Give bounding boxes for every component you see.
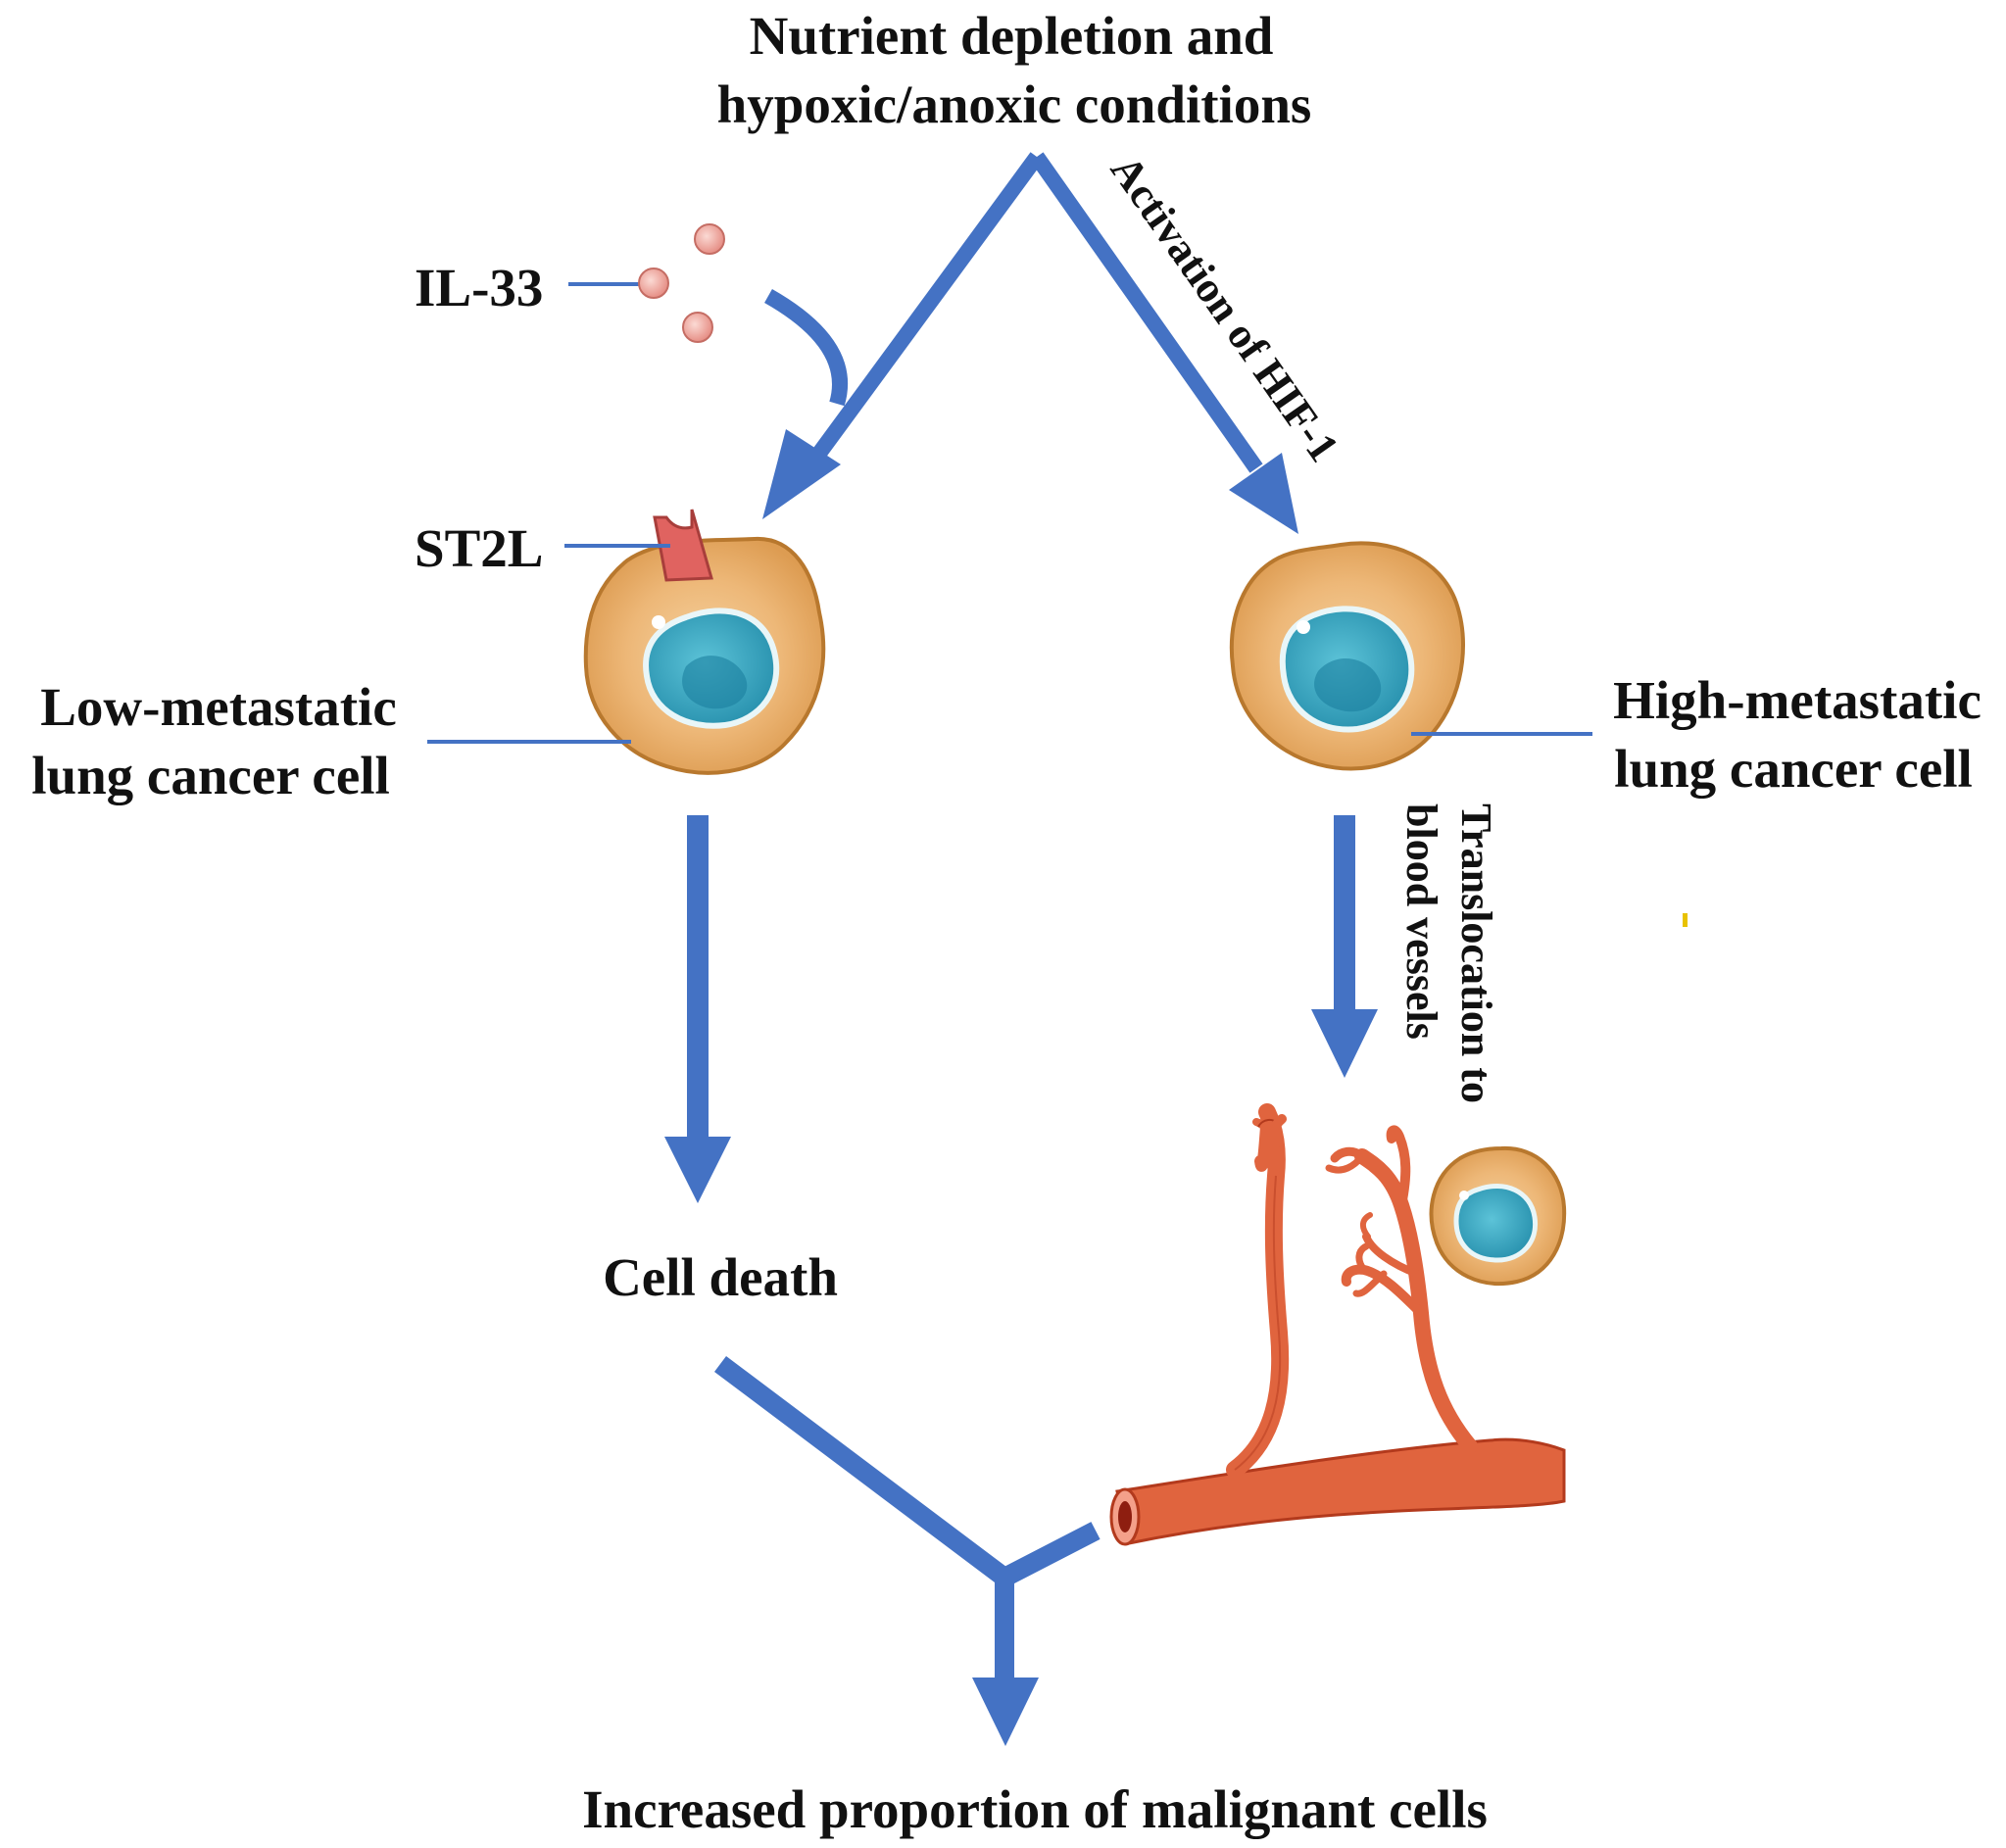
il33-particles [638, 223, 725, 343]
high-metastatic-cell [1229, 541, 1465, 771]
il33-particle [638, 267, 669, 299]
converging-arrow [713, 1356, 1101, 1746]
title-line-1: Nutrient depletion and [750, 6, 1274, 66]
high-metastatic-label-line-2: lung cancer cell [1614, 739, 1973, 799]
result-label: Increased proportion of malignant cells [582, 1779, 1488, 1839]
cell-death-label: Cell death [603, 1247, 838, 1307]
translocation-label-line-1: Translocation to [1452, 803, 1500, 1103]
stray-mark [1683, 913, 1688, 927]
il33-label: IL-33 [415, 258, 543, 317]
low-metastatic-cell [583, 536, 826, 775]
low-metastatic-label-line-2: lung cancer cell [31, 746, 390, 805]
blood-vessel [1109, 1103, 1566, 1546]
st2l-label: ST2L [415, 518, 543, 578]
translocation-label-line-2: blood vessels [1397, 803, 1445, 1040]
il33-binding-arrow [764, 289, 849, 407]
arrow-to-high-metastatic [1030, 152, 1298, 534]
low-metastatic-label-line-1: Low-metastatic [40, 677, 397, 737]
il33-particle [694, 223, 725, 255]
migrating-cell [1429, 1145, 1567, 1287]
title-line-2: hypoxic/anoxic conditions [717, 74, 1312, 134]
arrow-to-low-metastatic [762, 152, 1044, 519]
il33-particle [682, 312, 713, 343]
st2l-receptor [653, 509, 713, 582]
arrow-translocation [1311, 815, 1378, 1078]
arrow-to-cell-death [664, 815, 731, 1203]
high-metastatic-label-line-1: High-metastatic [1613, 670, 1982, 730]
